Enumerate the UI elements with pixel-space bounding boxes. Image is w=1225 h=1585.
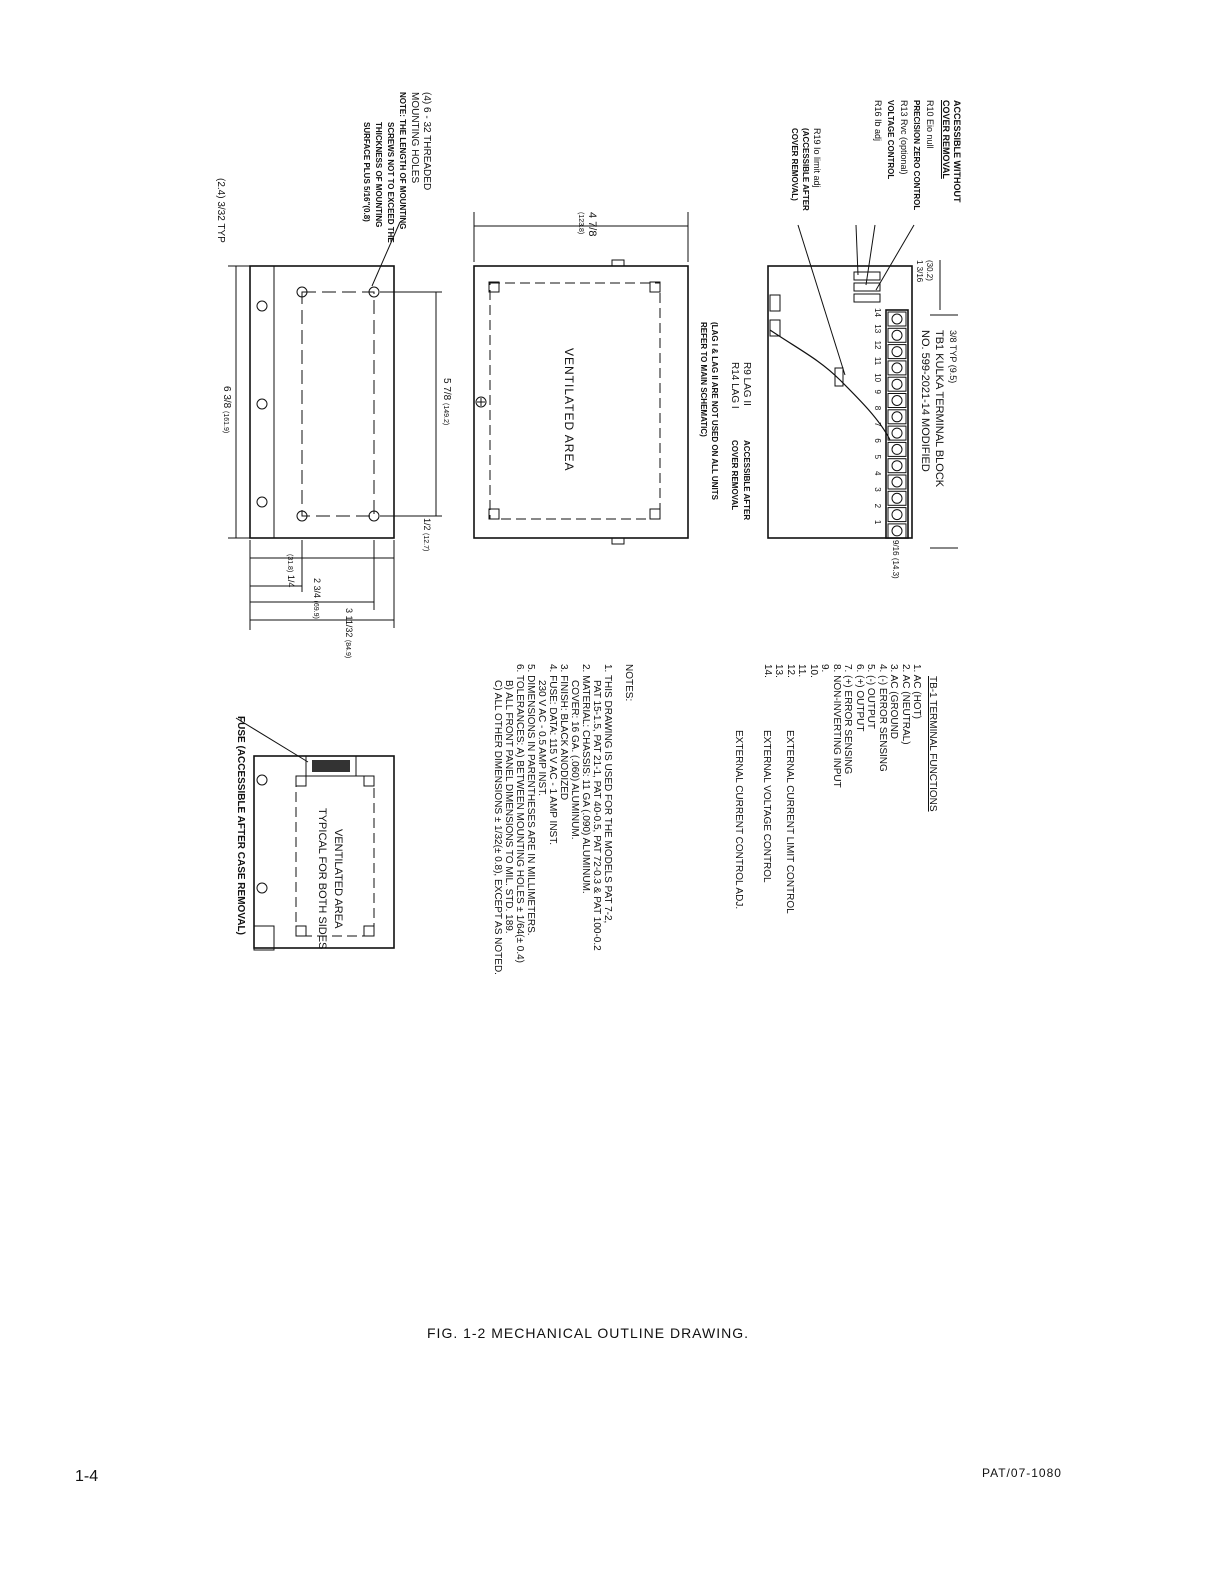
side-view-panel — [473, 265, 689, 539]
terminal-function-item: 8. NON-INVERTING INPUT — [831, 664, 842, 788]
terminal-function-item: 1. AC (HOT) — [911, 664, 923, 720]
tf-group1: EXTERNAL CURRENT LIMIT CONTROL — [784, 730, 795, 914]
terminal-screw-head — [891, 492, 903, 504]
terminal-screw — [887, 507, 907, 523]
terminal-screw — [887, 409, 907, 425]
terminal-screw — [887, 393, 907, 408]
pot-r16 — [853, 293, 881, 303]
end-view-label2: TYPICAL FOR BOTH SIDES — [316, 808, 328, 950]
terminal-screw-head — [891, 509, 903, 521]
fuse-holder — [305, 755, 357, 777]
note-line: COVER: 16 GA. (.060) ALUMINUM. — [569, 680, 580, 840]
terminal-screw — [887, 327, 907, 343]
note-line: C) ALL OTHER DIMENSIONS ± 1/32(± 0.8), E… — [492, 680, 503, 975]
terminal-screw — [887, 311, 907, 327]
terminal-screw-head — [891, 525, 903, 537]
terminal-screw-head — [891, 476, 903, 488]
fuse-label: FUSE (ACCESSIBLE AFTER CASE REMOVAL) — [235, 716, 246, 935]
terminal-screw-head — [891, 362, 903, 374]
end-view-labels: VENTILATED AREA TYPICAL FOR BOTH SIDES — [314, 808, 346, 949]
pot-r14 — [769, 319, 781, 337]
tf-group2: EXTERNAL VOLTAGE CONTROL — [761, 730, 772, 883]
document-code: PAT/07-1080 — [982, 1466, 1062, 1480]
notes-title: NOTES: — [623, 664, 634, 702]
note-line: 3. FINISH: BLACK ANODIZED — [558, 664, 569, 801]
terminal-screw-head — [891, 346, 903, 358]
figure-caption: FIG. 1-2 MECHANICAL OUTLINE DRAWING. — [427, 1325, 749, 1341]
note-line: 6. TOLERANCES: A) BETWEEN MOUNTING HOLES… — [514, 664, 525, 964]
terminal-screw — [887, 376, 907, 392]
tf-group3: EXTERNAL CURRENT CONTROL ADJ. — [733, 730, 744, 910]
terminal-screw-head — [891, 427, 903, 439]
note-line: 1. THIS DRAWING IS USED FOR THE MODELS P… — [602, 664, 613, 924]
terminal-function-item: 6. (+) OUTPUT — [854, 664, 865, 732]
terminal-screw — [887, 523, 907, 539]
terminal-function-item: 5. (-) OUTPUT — [865, 664, 877, 729]
terminal-screw-head — [891, 395, 903, 406]
note-line: 5. DIMENSIONS IN PARENTHESES ARE IN MILL… — [525, 664, 536, 936]
pot-r9 — [769, 294, 781, 312]
terminal-screw — [887, 458, 907, 474]
terminal-function-item: 10. — [808, 664, 819, 678]
terminal-function-item: 2. AC (NEUTRAL) — [900, 664, 911, 745]
pot-r13 — [853, 282, 881, 292]
terminal-screw-head — [891, 411, 903, 423]
terminal-screw-head — [891, 329, 903, 341]
notes-block: NOTES: 1. THIS DRAWING IS USED FOR THE M… — [492, 664, 634, 975]
terminal-function-item: 9. — [819, 664, 831, 673]
top-view-chassis — [767, 265, 913, 539]
terminal-screw — [887, 441, 907, 457]
page-number: 1-4 — [75, 1468, 99, 1485]
terminal-function-item: 3. AC (GROUND — [888, 664, 900, 740]
terminal-screws — [887, 311, 907, 539]
terminal-screw-head — [891, 313, 903, 325]
note-line: PAT 15-1.5, PAT 21-1, PAT 40-0.5, PAT 72… — [591, 680, 602, 951]
note-line: 2. MATERIAL: CHASSIS: 11 GA (.090) ALUMI… — [580, 664, 591, 894]
terminal-screw — [887, 360, 907, 376]
terminal-screw-head — [891, 460, 903, 472]
end-view-label1: VENTILATED AREA — [332, 828, 344, 929]
terminal-screw — [887, 490, 907, 506]
terminal-function-item: 13. — [773, 664, 785, 678]
note-line: B) ALL FRONT PANEL DIMENSIONS TO MIL. ST… — [503, 680, 514, 934]
terminal-functions-title: TB-1 TERMINAL FUNCTIONS — [927, 676, 938, 812]
terminal-function-item: 4. (-) ERROR SENSING — [877, 664, 888, 772]
note-line: 230 V AC - 0.5 AMP INST. — [536, 680, 547, 796]
terminal-screw — [887, 425, 907, 441]
terminal-screw — [887, 344, 907, 360]
notes-list: 1. THIS DRAWING IS USED FOR THE MODELS P… — [492, 664, 613, 975]
note-line: 4. FUSE: DATA: 115 V AC - 1 AMP INST. — [547, 664, 558, 845]
terminal-function-item: 11. — [796, 664, 808, 678]
terminal-screw-head — [891, 378, 903, 390]
terminal-function-item: 7. (+) ERROR SENSING — [842, 664, 854, 775]
terminal-screw-head — [891, 443, 903, 455]
terminal-screw — [887, 474, 907, 490]
